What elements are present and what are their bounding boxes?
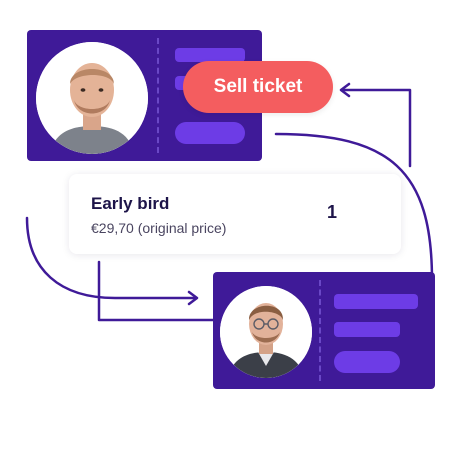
ticket-pill-placeholder xyxy=(334,351,400,373)
sell-ticket-button[interactable]: Sell ticket xyxy=(183,61,333,113)
seller-avatar xyxy=(36,42,148,154)
ticket-pill-placeholder xyxy=(175,122,245,144)
connector-return xyxy=(340,88,412,168)
ticket-perforation xyxy=(319,280,321,381)
connector-loop-left xyxy=(25,216,198,300)
arrowhead-right-icon xyxy=(187,290,199,306)
offer-quantity: 1 xyxy=(327,202,338,222)
ticket-line-placeholder xyxy=(175,48,245,62)
connector-curve-right xyxy=(274,132,434,282)
ticket-perforation xyxy=(157,38,159,153)
offer-card[interactable]: Early bird €29,70 (original price) 1 xyxy=(69,174,401,254)
ticket-buyer xyxy=(213,272,435,389)
ticket-line-placeholder xyxy=(334,322,400,337)
person-icon xyxy=(220,286,312,378)
offer-title: Early bird xyxy=(91,194,170,213)
person-icon xyxy=(36,42,148,154)
buyer-avatar xyxy=(220,286,312,378)
arrowhead-left-icon xyxy=(339,82,351,98)
ticket-line-placeholder xyxy=(334,294,418,309)
connector-elbow xyxy=(97,260,216,322)
offer-price: €29,70 (original price) xyxy=(91,220,227,236)
